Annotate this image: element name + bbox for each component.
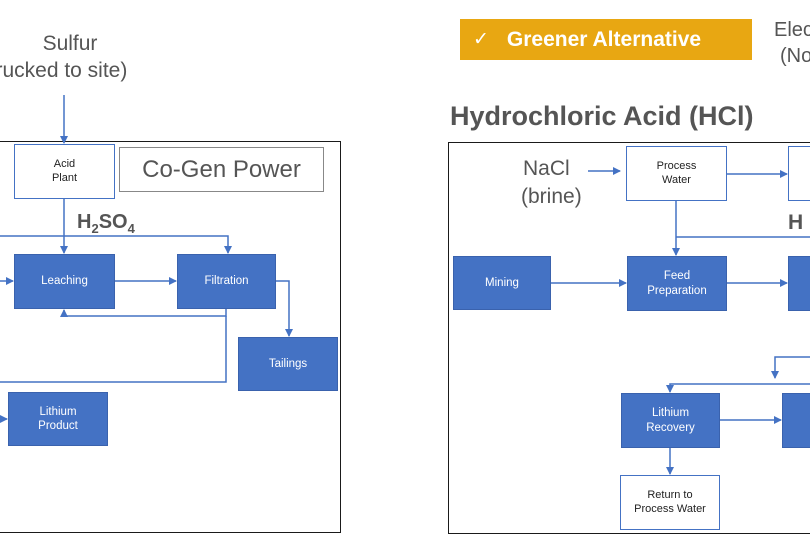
check-icon: ✓ [473,29,489,50]
lithium-product-box: Lithium Product [8,392,108,446]
feed-preparation-box: Feed Preparation [627,256,727,311]
return-water-line2: Process Water [634,502,706,515]
leaching-label: Leaching [41,275,88,288]
acid-plant-line2: Plant [51,171,78,184]
filtration-recycle-arrow [60,309,227,317]
return-water-box: Return to Process Water [620,475,720,530]
return-water-line1: Return to [647,488,693,501]
right-top-partial-box [788,146,810,201]
nacl-line2: (brine) [521,185,582,208]
right-low-partial-box [782,393,810,448]
h2so4-so: SO [98,211,128,233]
nacl-line1: NaCl [523,157,570,180]
filtration-to-tailings-arrow [276,280,293,337]
lithium-recovery-box: Lithium Recovery [621,393,720,448]
acid-plant-box: Acid Plant [14,144,115,199]
nacl-label: NaCl (brine) [521,155,582,211]
cogen-power-label: Co-Gen Power [142,155,301,183]
feed-preparation-line1: Feed [663,270,691,283]
filtration-box: Filtration [177,254,276,309]
mining-label: Mining [485,276,519,289]
electrolysis-line2: (No [780,45,810,67]
right-down-arrow [771,356,810,379]
hcl-partial-label: H [788,211,804,234]
h2so4-to-filtration-arrow [0,235,232,254]
lithium-recovery-line1: Lithium [651,407,690,420]
h2so4-h: H [77,211,92,233]
cogen-power-box: Co-Gen Power [119,147,324,192]
lithium-product-line2: Product [38,420,78,432]
mining-box: Mining [453,256,551,310]
lithium-product-line1: Lithium [39,405,77,418]
acid-plant-line1: Acid [53,157,76,170]
filtration-label: Filtration [204,275,249,288]
filtration-to-product-line [0,316,227,383]
electrolysis-line1: Elec [774,19,810,41]
feed-preparation-line2: Preparation [647,284,707,297]
right-diagram-frame [448,142,810,534]
process-water-line2: Water [662,173,691,186]
sulfur-label-line1: Sulfur [42,32,98,55]
greener-alternative-label: Greener Alternative [506,27,702,51]
electrolysis-partial-label: Elec (No [774,17,810,69]
process-water-box: Process Water [626,146,727,201]
to-recovery-arrow [666,383,810,393]
leaching-box: Leaching [14,254,115,309]
sulfur-label-line2: (trucked to site) [0,59,128,82]
h2so4-sub4: 4 [127,221,135,236]
hcl-title: Hydrochloric Acid (HCl) [450,101,754,131]
sulfur-label: Sulfur (trucked to site) [0,30,140,84]
right-mid-partial-box [788,256,810,311]
tailings-label: Tailings [268,357,308,370]
lithium-recovery-line2: Recovery [646,421,695,434]
h2so4-sub2: 2 [91,221,99,236]
greener-alternative-banner: ✓ Greener Alternative [460,19,752,60]
tailings-box: Tailings [238,337,338,391]
h2so4-label: H2SO4 [77,211,135,236]
process-water-line1: Process [656,159,697,172]
left-diagram-frame [0,141,341,533]
